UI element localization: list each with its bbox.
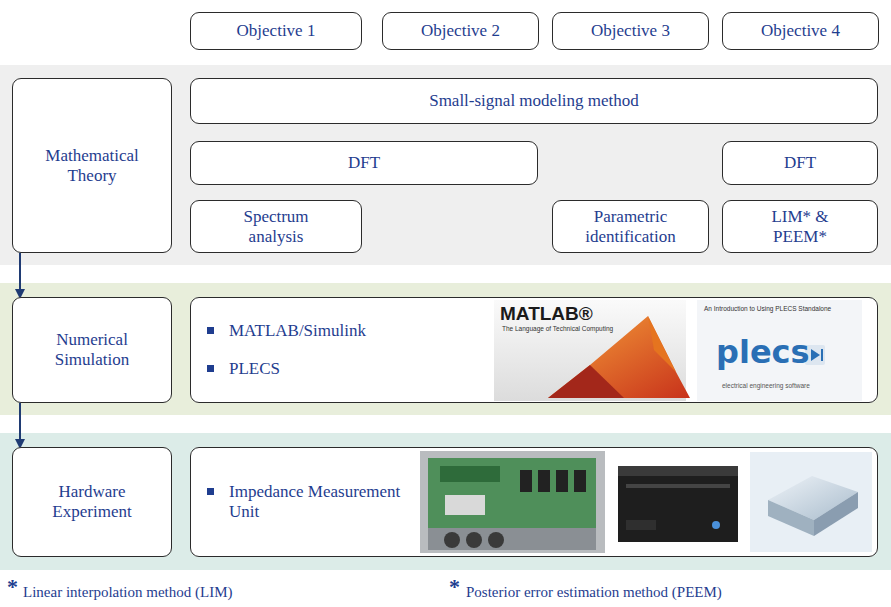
box-label: Small-signal modeling method: [429, 91, 639, 111]
box-label: Numerical Simulation: [37, 330, 147, 369]
flow-arrow: [19, 253, 21, 297]
simulation-band: [0, 283, 891, 415]
method-box: Parametric identification: [552, 200, 709, 253]
box-label: DFT: [784, 153, 816, 173]
footnote-mark: *: [7, 576, 18, 598]
theory-band: [0, 65, 891, 265]
box-fill: [190, 297, 878, 403]
logo-tagline: The Language of Technical Computing: [502, 326, 613, 333]
stage-box: Numerical Simulation: [12, 297, 172, 403]
plecs-logo-image: [697, 300, 862, 401]
objective-box: Objective 3: [552, 12, 709, 50]
box-label: Objective 3: [591, 21, 670, 41]
analyzer-photo: [750, 452, 872, 552]
pcb-photo: [420, 451, 605, 553]
logo-tagline: electrical engineering software: [722, 383, 810, 390]
box-label: Objective 2: [421, 21, 500, 41]
bullet-marker: [207, 365, 214, 372]
bullet-item: MATLAB/Simulink: [229, 321, 366, 341]
objective-box: Objective 4: [722, 12, 879, 50]
box-label: Hardware Experiment: [37, 482, 147, 521]
equipment-box: Impedance Measurement Unit: [190, 447, 878, 557]
image-caption: An Introduction to Using PLECS Standalon…: [704, 306, 831, 313]
flow-arrow: [19, 403, 21, 447]
bullet-item: PLECS: [229, 359, 280, 379]
instrument-photo: [618, 466, 738, 542]
box-label: Parametric identification: [576, 207, 686, 246]
bullet-marker: [207, 488, 214, 495]
box-label: Spectrum analysis: [221, 207, 331, 246]
box-label: Objective 1: [237, 21, 316, 41]
method-box: LIM* & PEEM*: [722, 200, 878, 253]
logo-text: plecs: [716, 336, 810, 368]
bullet-item: Impedance Measurement Unit: [229, 482, 419, 521]
method-box: Spectrum analysis: [190, 200, 362, 253]
method-box: DFT: [722, 141, 878, 185]
method-box: DFT: [190, 141, 538, 185]
stage-box: Mathematical Theory: [12, 78, 172, 253]
matlab-logo-image: [494, 300, 690, 401]
objective-box: Objective 1: [190, 12, 362, 50]
bullet-marker: [207, 327, 214, 334]
objective-box: Objective 2: [382, 12, 539, 50]
box-label: Mathematical Theory: [32, 146, 152, 185]
box-label: Objective 4: [761, 21, 840, 41]
box-label: LIM* & PEEM*: [765, 207, 835, 246]
method-box: Small-signal modeling method: [190, 78, 878, 124]
footnote-text: Posterior error estimation method (PEEM): [466, 585, 722, 600]
stage-box: Hardware Experiment: [12, 447, 172, 557]
box-fill: [190, 447, 878, 557]
footnote-text: Linear interpolation method (LIM): [23, 585, 233, 600]
logo-text: MATLAB®: [500, 304, 593, 323]
box-label: DFT: [348, 153, 380, 173]
footnote-mark: *: [449, 576, 460, 598]
hardware-band: [0, 433, 891, 570]
